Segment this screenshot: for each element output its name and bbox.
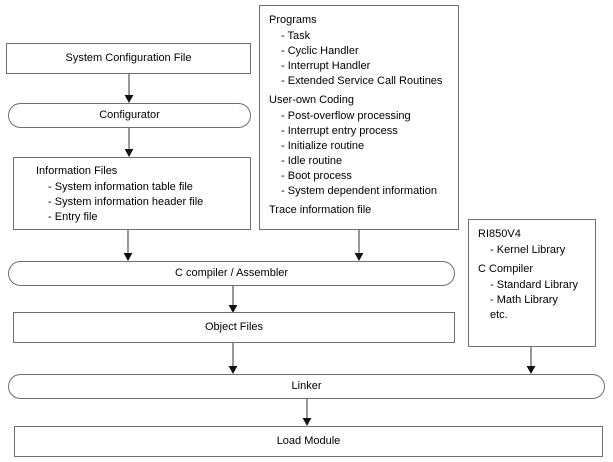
connector-linker-to-load-module xyxy=(300,399,314,427)
ri850v4-list: Kernel Library xyxy=(478,243,586,258)
list-item: Boot process xyxy=(281,169,449,184)
information-files-title: Information Files xyxy=(36,165,118,177)
node-load-module[interactable]: Load Module xyxy=(14,426,603,457)
connector-compiler-to-object-files xyxy=(226,286,240,314)
node-system-configuration-file[interactable]: System Configuration File xyxy=(6,43,251,74)
node-configurator-label: Configurator xyxy=(99,109,160,121)
list-item: Kernel Library xyxy=(490,243,586,258)
node-object-files[interactable]: Object Files xyxy=(13,312,455,343)
c-compiler-list: Standard Library Math Library xyxy=(478,278,586,308)
node-information-files[interactable]: Information Files System information tab… xyxy=(13,157,251,230)
connector-libraries-to-linker xyxy=(524,347,538,375)
node-load-module-label: Load Module xyxy=(276,435,341,447)
list-item: Interrupt Handler xyxy=(281,59,449,74)
trace-information-file-label: Trace information file xyxy=(269,204,372,216)
c-compiler-title: C Compiler xyxy=(478,263,534,275)
connector-programs-to-compiler xyxy=(352,230,366,262)
list-item: Entry file xyxy=(48,210,241,225)
list-item: Cyclic Handler xyxy=(281,44,449,59)
connector-object-files-to-linker xyxy=(226,343,240,375)
programs-title: Programs xyxy=(269,14,317,26)
node-programs[interactable]: Programs Task Cyclic Handler Interrupt H… xyxy=(259,5,459,230)
list-item: Post-overflow processing xyxy=(281,109,449,124)
node-configurator[interactable]: Configurator xyxy=(8,103,251,128)
libraries-etc-label: etc. xyxy=(490,309,508,321)
ri850v4-title: RI850V4 xyxy=(478,228,521,240)
user-own-coding-list: Post-overflow processing Interrupt entry… xyxy=(269,109,449,199)
node-linker-label: Linker xyxy=(291,380,322,392)
node-c-compiler-assembler[interactable]: C compiler / Assembler xyxy=(8,261,455,286)
list-item: Task xyxy=(281,29,449,44)
list-item: Standard Library xyxy=(490,278,586,293)
list-item: Extended Service Call Routines xyxy=(281,74,449,89)
list-item: Math Library xyxy=(490,293,586,308)
connector-configurator-to-information-files xyxy=(122,128,136,158)
list-item: Idle routine xyxy=(281,154,449,169)
list-item: System dependent information xyxy=(281,184,449,199)
node-object-files-label: Object Files xyxy=(204,321,264,333)
list-item: Interrupt entry process xyxy=(281,124,449,139)
information-files-list: System information table file System inf… xyxy=(36,180,241,225)
node-libraries[interactable]: RI850V4 Kernel Library C Compiler Standa… xyxy=(468,219,596,347)
node-linker[interactable]: Linker xyxy=(8,374,605,399)
list-item: System information table file xyxy=(48,180,241,195)
programs-list: Task Cyclic Handler Interrupt Handler Ex… xyxy=(269,29,449,89)
list-item: Initialize routine xyxy=(281,139,449,154)
connector-information-files-to-compiler xyxy=(121,230,135,262)
node-c-compiler-assembler-label: C compiler / Assembler xyxy=(174,267,289,279)
connector-sysconfig-to-configurator xyxy=(122,74,136,104)
user-own-coding-title: User-own Coding xyxy=(269,94,354,106)
list-item: System information header file xyxy=(48,195,241,210)
node-system-configuration-file-label: System Configuration File xyxy=(65,52,192,64)
